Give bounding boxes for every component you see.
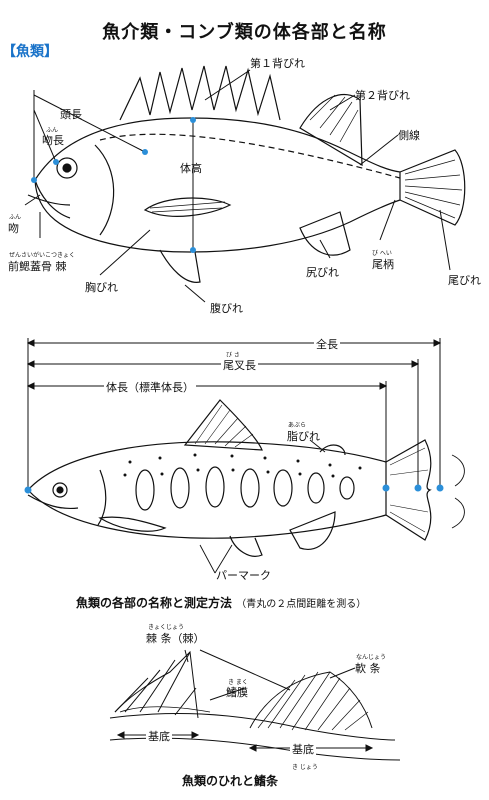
label-caudal-fin: 尾びれ (448, 274, 481, 287)
fig2-caption-note: （青丸の２点間距離を測る） (236, 599, 367, 610)
ruby-adipose: あぶら (288, 422, 307, 429)
fig3-caption: 魚類のひれと鰭条 (182, 774, 279, 788)
fig2-caption: 魚類の各部の名称と測定方法 （青丸の２点間距離を測る） (76, 594, 366, 611)
label-spine-ray: 棘 条（棘） (146, 632, 205, 645)
page-title: 魚介類・コンブ類の体各部と名称 (102, 22, 387, 43)
label-dorsal-fin-1: 第１背びれ (250, 57, 305, 70)
label-base-1: 基底 (146, 728, 172, 744)
ruby-caudal-peduncle: び へい (372, 250, 392, 257)
label-anal-fin: 尻びれ (306, 266, 339, 279)
fin-rays-drawing (109, 649, 401, 761)
ruby-preopercle: ぜんさいがいこつきょく (9, 252, 76, 259)
label-dorsal-fin-2: 第２背びれ (355, 89, 410, 102)
label-total-length: 全長 (314, 336, 340, 352)
ruby-mouth: ふん (9, 214, 22, 221)
ruby-fork-length: び さ (226, 352, 240, 359)
label-pelvic-fin: 腹びれ (210, 302, 243, 315)
ruby-fig3-caption: き じょう (292, 764, 318, 771)
section-label: 【魚類】 (2, 44, 58, 60)
label-lateral-line: 側線 (398, 129, 420, 142)
label-fork-length: 尾叉長 (221, 357, 258, 373)
fig2-caption-text: 魚類の各部の名称と測定方法 (76, 596, 233, 610)
label-fin-membrane: 鰭膜 (226, 686, 248, 699)
ruby-snout: ふん (46, 127, 59, 134)
label-head-length: 頭長 (60, 108, 82, 121)
label-mouth: 吻 (8, 222, 19, 235)
label-adipose-fin: 脂びれ (287, 430, 320, 443)
ruby-soft-ray: なんじょう (356, 654, 387, 661)
label-standard-length: 体長（標準体長） (104, 379, 196, 395)
label-base-2: 基底 (290, 741, 316, 757)
label-pectoral-fin: 胸びれ (85, 281, 118, 294)
fig1-measure-points (31, 117, 196, 253)
fish-rockfish-drawing (27, 65, 466, 283)
ruby-spine-ray: きょくじょう (148, 624, 185, 631)
ruby-fin-membrane: き まく (228, 679, 248, 686)
fig1-measure-lines (24, 69, 451, 303)
label-snout-length: 吻長 (42, 134, 64, 147)
fig2-measure-points (24, 484, 444, 494)
label-soft-ray: 軟 条 (355, 662, 381, 675)
fish-trout-drawing (27, 399, 465, 574)
label-preopercle-spine: 前鰓蓋骨 棘 (8, 260, 67, 273)
label-body-height: 体高 (180, 162, 202, 175)
label-caudal-peduncle: 尾柄 (372, 258, 394, 271)
label-parr-mark: パーマーク (216, 569, 271, 582)
